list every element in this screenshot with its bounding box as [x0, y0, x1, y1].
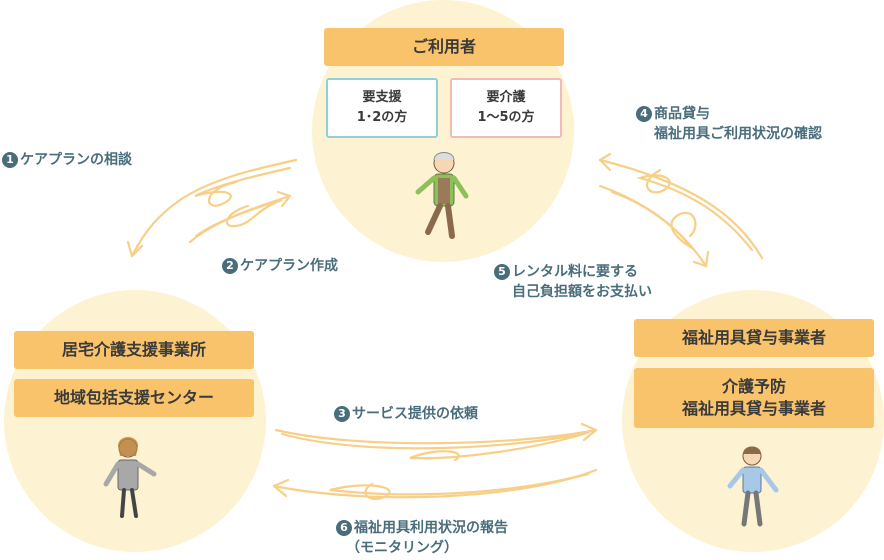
step-3-text: サービス提供の依頼 [352, 406, 478, 422]
step-2-number: 2 [222, 258, 238, 274]
step-5-number: 5 [494, 264, 510, 280]
care-office-line1: 居宅介護支援事業所 [61, 340, 206, 359]
step-6-number: 6 [336, 520, 352, 536]
step-2-text: ケアプラン作成 [240, 258, 338, 274]
care-office-line2: 地域包括支援センター [53, 388, 214, 407]
care-box: 要介護 1〜5の方 [450, 78, 562, 138]
elderly-user-icon [415, 152, 469, 239]
care-office-box-2: 地域包括支援センター [14, 379, 254, 417]
step-4-line1: 商品貸与 [654, 106, 710, 122]
step-6-line1: 福祉用具利用状況の報告 [354, 520, 508, 536]
step-1-text: ケアプランの相談 [20, 152, 132, 168]
rental-office-line1: 福祉用具貸与事業者 [681, 328, 826, 347]
arrow-1b [194, 166, 292, 207]
step-3-number: 3 [334, 406, 350, 422]
care-line2: 1〜5の方 [477, 110, 535, 125]
user-title: ご利用者 [411, 37, 476, 56]
support-line2: 1･2の方 [356, 110, 408, 125]
arrow-3 [274, 428, 598, 445]
step-5-line2: 自己負担額をお支払い [512, 284, 652, 300]
arrow-4 [598, 158, 764, 260]
rental-staff-icon [727, 446, 779, 527]
step-5-line1: レンタル料に要する [512, 264, 638, 280]
step-6-line2: （モニタリング） [346, 540, 458, 556]
rental-office-line2b: 福祉用具貸与事業者 [681, 399, 826, 418]
step-1-number: 1 [2, 152, 18, 168]
user-title-box: ご利用者 [324, 28, 564, 66]
care-manager-icon [103, 437, 157, 518]
rental-office-box-1: 福祉用具貸与事業者 [634, 319, 874, 357]
care-office-box-1: 居宅介護支援事業所 [14, 331, 254, 369]
rental-office-line2a: 介護予防 [721, 377, 786, 396]
step-4-line2: 福祉用具ご利用状況の確認 [654, 126, 822, 142]
support-line1: 要支援 [362, 90, 402, 105]
rental-office-box-2: 介護予防 福祉用具貸与事業者 [634, 368, 874, 428]
arrow-1 [130, 158, 298, 258]
step-4-number: 4 [636, 106, 652, 122]
care-line1: 要介護 [486, 90, 526, 105]
support-box: 要支援 1･2の方 [326, 78, 438, 138]
